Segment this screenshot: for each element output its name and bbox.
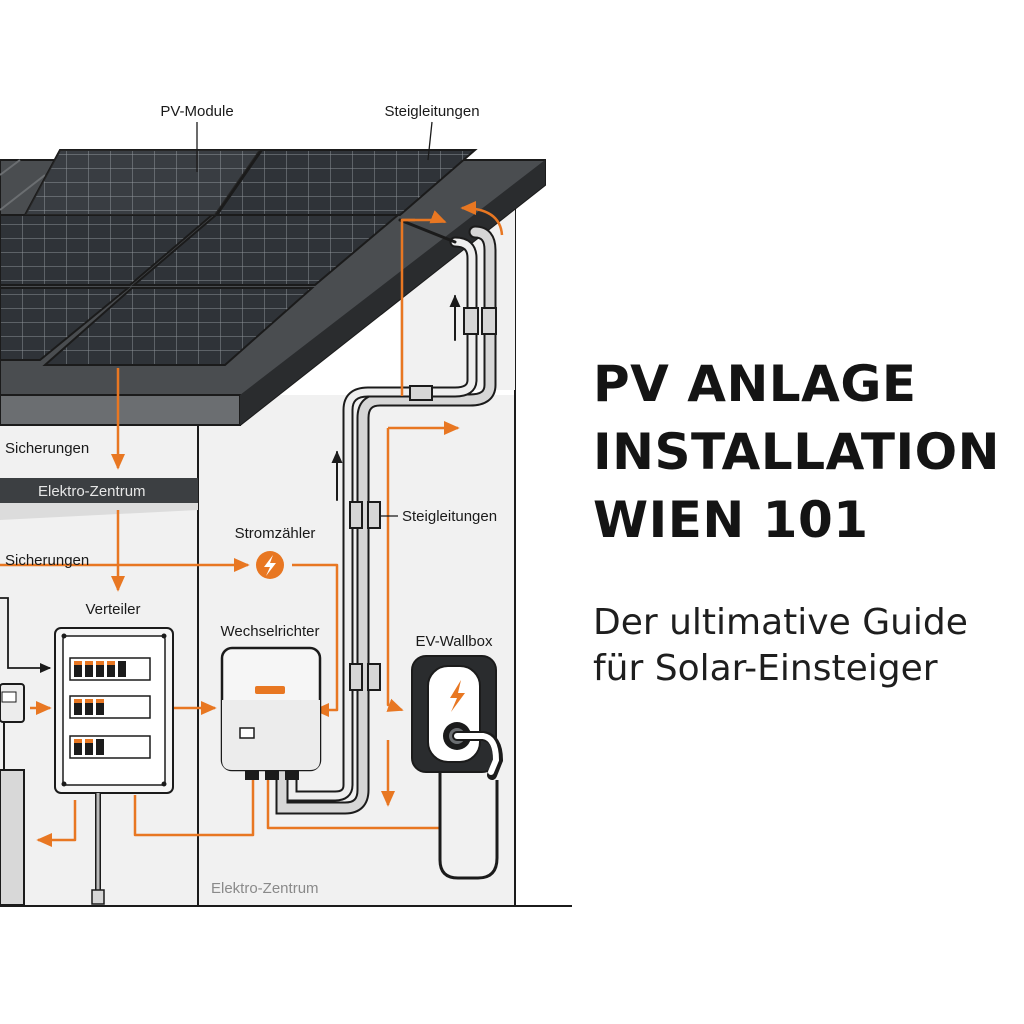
page-subtitle: Der ultimative Guide für Solar-Einsteige… xyxy=(593,600,1013,692)
label-pv-module: PV-Module xyxy=(160,103,234,120)
riser-pipes xyxy=(275,218,497,815)
page-title: PV ANLAGE INSTALLATION WIEN 101 xyxy=(593,350,1013,554)
wechselrichter-unit xyxy=(220,646,322,780)
lightning-bolt-icon xyxy=(256,551,284,579)
title-line-1: PV ANLAGE xyxy=(593,355,917,413)
label-wechselrichter: Wechselrichter xyxy=(220,623,320,640)
verteiler-cabinet xyxy=(54,627,174,905)
pv-modules xyxy=(0,149,478,366)
left-devices xyxy=(0,683,25,906)
label-verteiler: Verteiler xyxy=(85,601,141,618)
elektro-zentrum-band xyxy=(0,478,198,503)
title-line-3: WIEN 101 xyxy=(593,491,869,549)
label-leader-lines xyxy=(196,121,433,517)
ev-wallbox-unit xyxy=(411,655,504,880)
energy-flow-arrows xyxy=(0,201,504,847)
label-elektro-zentrum-band: Elektro-Zentrum xyxy=(38,483,146,500)
label-stromzaehler: Stromzähler xyxy=(234,525,316,542)
title-line-2: INSTALLATION xyxy=(593,423,1000,481)
lightning-bolt-icon xyxy=(450,680,465,712)
label-ev-wallbox: EV-Wallbox xyxy=(415,633,493,650)
label-sicherungen-1: Sicherungen xyxy=(5,440,90,457)
subtitle-line-1: Der ultimative Guide xyxy=(593,602,968,643)
subtitle-line-2: für Solar-Einsteiger xyxy=(593,648,938,689)
label-sicherungen-2: Sicherungen xyxy=(5,552,90,569)
label-steigleitungen-top: Steigleitungen xyxy=(384,103,480,120)
label-elektro-zentrum-bottom: Elektro-Zentrum xyxy=(211,880,319,897)
pv-installation-diagram xyxy=(0,121,572,907)
label-steigleitungen-mid: Steigleitungen xyxy=(402,508,498,525)
